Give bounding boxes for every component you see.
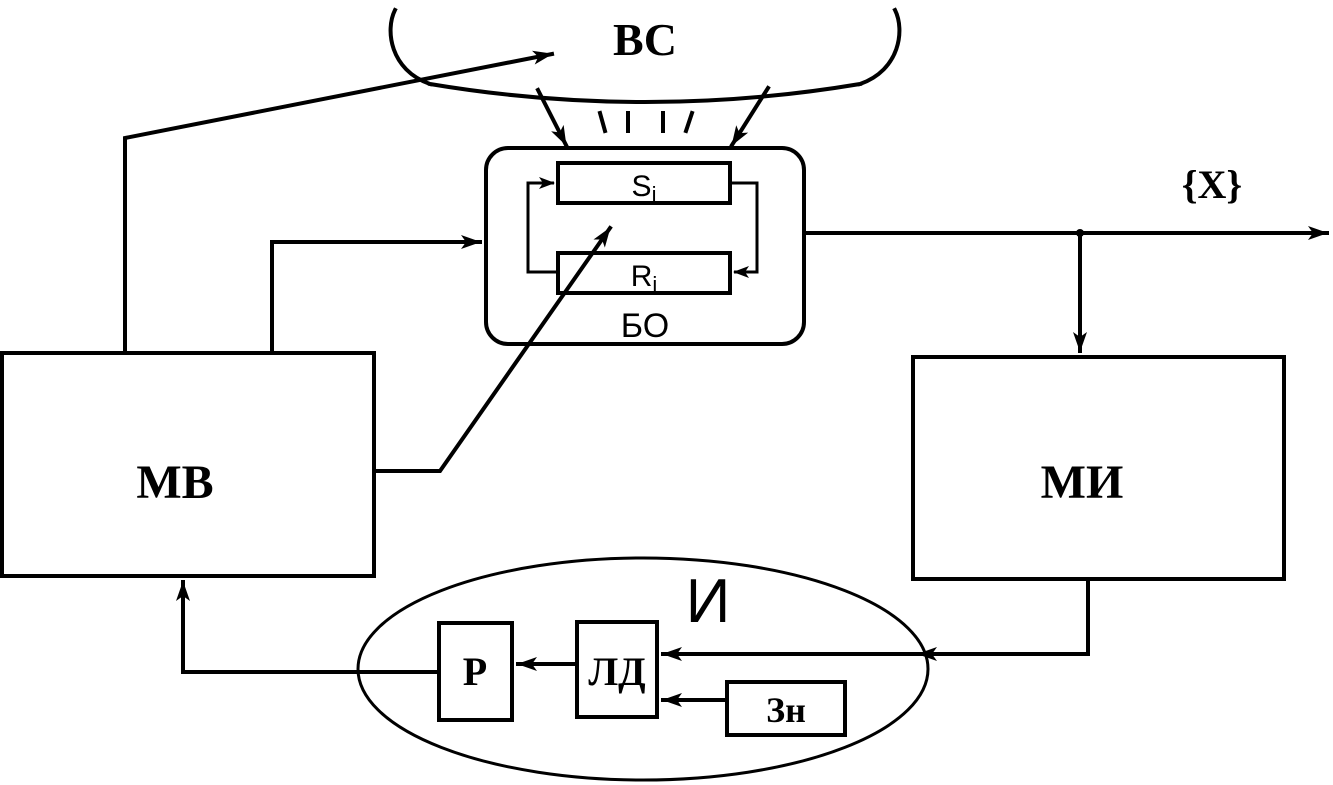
environment-vs: ВС: [388, 7, 902, 104]
interpreter-block: И Р ЛД Зн: [356, 556, 930, 782]
observation-block: Si Ri БО: [484, 146, 806, 346]
output-label: {X}: [1182, 162, 1242, 207]
environment-to-bo-funnel: [535, 85, 771, 148]
mv-to-bo-arrow: [270, 235, 482, 355]
bo-label: БО: [621, 307, 669, 345]
mv-label: МВ: [136, 456, 213, 509]
interpreter-ellipse: [356, 556, 930, 782]
ld-label: ЛД: [588, 649, 645, 694]
mv-frame: [0, 351, 376, 578]
mi-block: МИ: [911, 355, 1286, 581]
zn-box: [725, 680, 847, 737]
mi-frame: [911, 355, 1286, 581]
zn-label: Зн: [766, 690, 806, 730]
mv-to-receptor-arrow: [372, 225, 613, 473]
interpreter-label: И: [686, 567, 731, 636]
r-to-mv-arrow: [176, 580, 441, 674]
receptor-label: Ri: [631, 260, 658, 297]
funnel-right-line: [729, 85, 771, 148]
bo-left-loop: [526, 177, 558, 274]
ld-box: [575, 620, 659, 719]
environment-label: ВС: [613, 14, 677, 65]
mv-block: МВ: [0, 351, 376, 578]
funnel-tick-4: [683, 110, 695, 134]
r-label: Р: [463, 649, 487, 694]
funnel-left-line: [535, 87, 569, 148]
bo-right-loop: [730, 181, 759, 278]
sensor-label: Si: [632, 170, 657, 207]
mi-to-ld-arrow: [661, 577, 1090, 661]
funnel-tick-1: [597, 110, 608, 134]
mi-label: МИ: [1041, 456, 1124, 509]
mv-to-environment-arrow: [123, 50, 555, 355]
